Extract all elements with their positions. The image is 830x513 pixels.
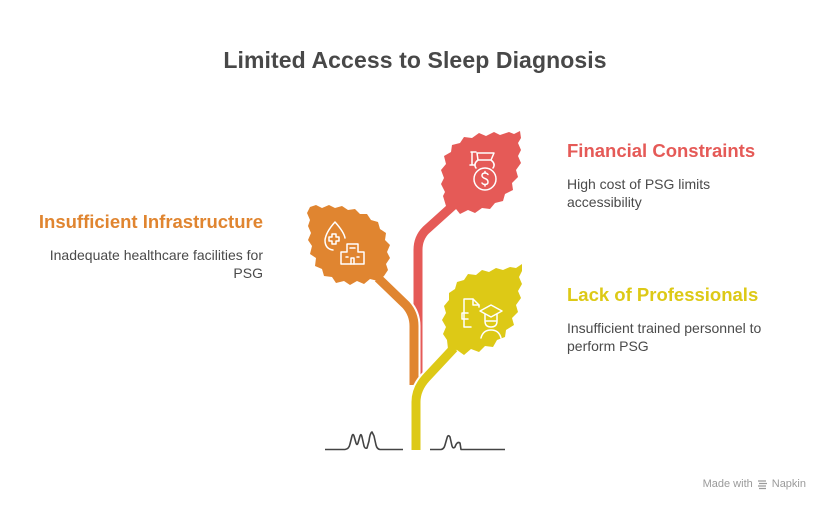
leaf-infrastructure-shape <box>307 205 390 285</box>
leaf-professionals <box>442 264 522 355</box>
item-financial: Financial Constraints High cost of PSG l… <box>567 140 787 211</box>
leaf-financial <box>441 131 521 214</box>
item-infrastructure-heading: Insufficient Infrastructure <box>38 211 263 232</box>
stem-infrastructure-fill <box>374 274 419 385</box>
item-infrastructure-description: Inadequate healthcare facilities for PSG <box>49 247 263 281</box>
stem-financial-fill <box>413 199 460 382</box>
diagram-title: Limited Access to Sleep Diagnosis <box>223 47 607 73</box>
hospital-icon <box>324 221 365 265</box>
item-professionals-heading: Lack of Professionals <box>567 284 759 305</box>
footer-attribution[interactable]: Made with Napkin <box>703 478 806 490</box>
money-bag-icon <box>469 151 497 191</box>
napkin-logo-icon <box>757 479 767 489</box>
stem-professionals-fill <box>411 344 458 450</box>
ground-line <box>325 431 505 451</box>
item-financial-heading: Financial Constraints <box>567 140 756 161</box>
item-infrastructure: Insufficient Infrastructure Inadequate h… <box>20 211 263 282</box>
footer-brand: Napkin <box>771 478 806 490</box>
leaf-financial-shape <box>441 131 521 214</box>
item-financial-description: High cost of PSG limits accessibility <box>567 176 711 210</box>
item-professionals-description: Insufficient trained personnel to perfor… <box>567 320 762 354</box>
graduate-document-icon <box>461 298 503 339</box>
stems <box>373 198 461 450</box>
footer-prefix: Made with <box>702 478 753 490</box>
item-professionals: Lack of Professionals Insufficient train… <box>567 284 797 355</box>
leaf-infrastructure <box>307 205 390 285</box>
